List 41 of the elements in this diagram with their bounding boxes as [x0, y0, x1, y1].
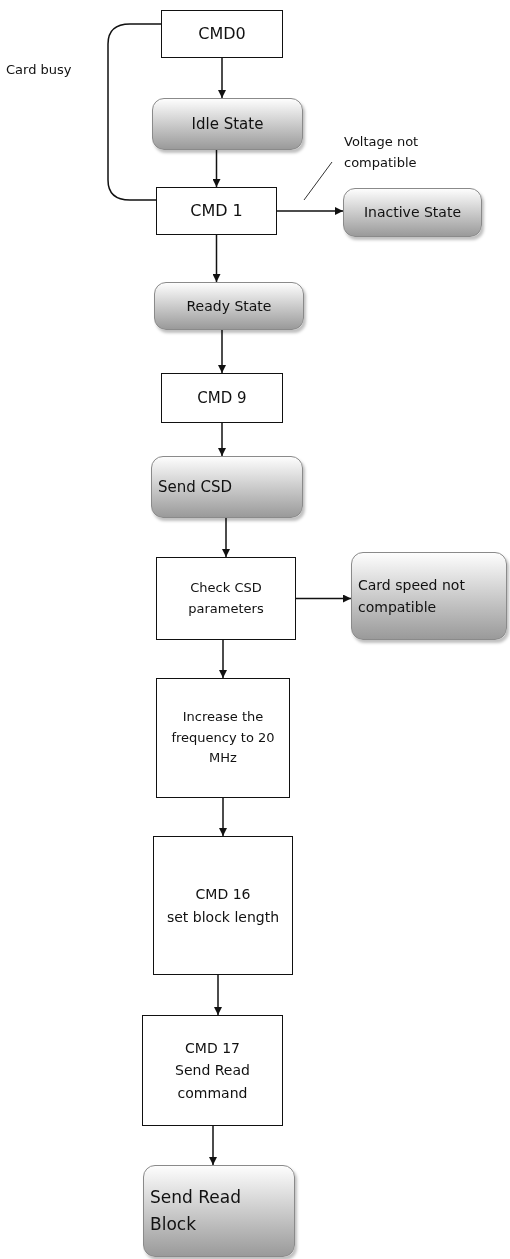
process-box — [156, 678, 290, 798]
arrow — [218, 57, 226, 99]
node-text: CMD 16 — [195, 885, 251, 905]
arrow — [212, 149, 221, 188]
state-box — [351, 552, 507, 640]
process-box — [156, 187, 277, 235]
arrow — [218, 329, 226, 374]
loop-connector — [107, 23, 162, 201]
node-text: CMD 9 — [197, 388, 247, 409]
arrow — [218, 422, 226, 457]
process-box — [161, 373, 283, 423]
node-text: Card speed not compatible — [358, 575, 466, 617]
process-box — [161, 10, 283, 58]
node-text: Increase the frequency to 20 MHz — [170, 707, 276, 768]
node-text: set block length — [166, 907, 280, 927]
state-box — [151, 456, 303, 518]
state-box — [143, 1165, 295, 1257]
node-text: CMD0 — [198, 23, 246, 46]
node-text: Send CSD — [158, 477, 233, 498]
process-box — [153, 836, 293, 975]
node-text: CMD 1 — [190, 200, 243, 223]
process-box — [142, 1015, 283, 1126]
state-box — [343, 188, 482, 237]
arrow — [219, 797, 227, 837]
arrow — [214, 974, 222, 1016]
node-text: Inactive State — [363, 203, 462, 223]
process-box — [156, 557, 296, 640]
arrow — [212, 234, 221, 283]
arrow — [276, 207, 344, 215]
node-text: Ready State — [186, 296, 272, 316]
node-text: CMD 17 — [185, 1038, 240, 1058]
node-text: Send Read command — [174, 1061, 251, 1103]
node-text: Check CSD parameters — [187, 578, 265, 618]
arrow — [219, 639, 227, 679]
arrow — [295, 594, 352, 603]
state-box — [154, 282, 304, 330]
arrow — [222, 517, 230, 558]
state-box — [152, 98, 303, 150]
node-text: Idle State — [191, 114, 264, 135]
arrow — [209, 1125, 217, 1166]
node-text: Send Read Block — [150, 1185, 242, 1236]
